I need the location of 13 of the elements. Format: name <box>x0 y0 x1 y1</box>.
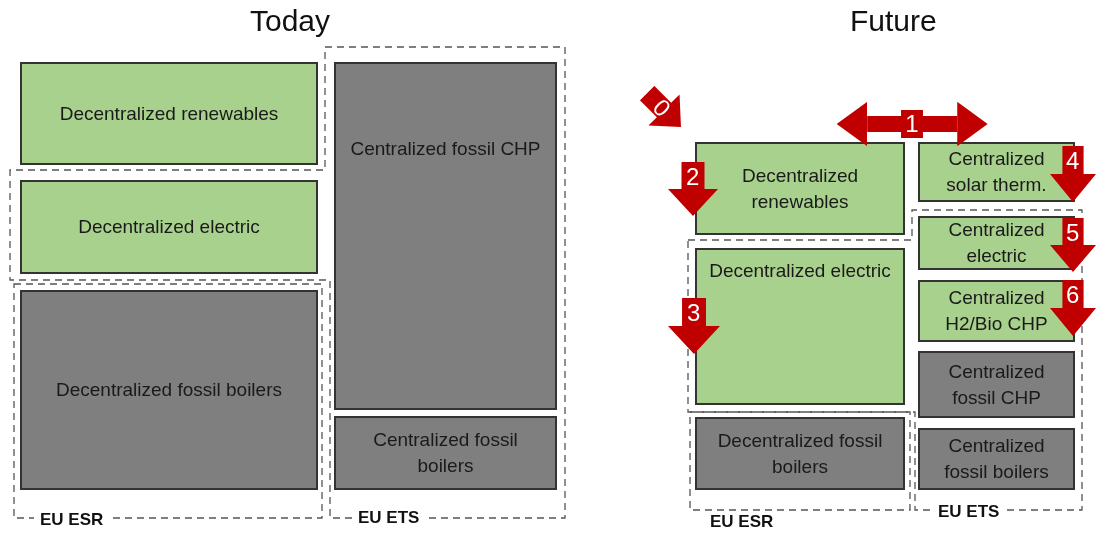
category-box: Decentralized electric <box>20 180 318 274</box>
category-box: Decentralized renewables <box>20 62 318 165</box>
callout-number: 0 <box>648 94 675 122</box>
category-box: Decentralized fossil boilers <box>695 417 905 490</box>
edge-label: 1 <box>901 110 923 138</box>
category-box: Centralized fossil CHP <box>334 62 557 410</box>
category-box: Centralized fossil boilers <box>334 416 557 490</box>
category-box: Centralized fossil boilers <box>918 428 1075 490</box>
column-heading: Future <box>850 4 937 38</box>
double-arrow <box>836 101 988 147</box>
category-box: Decentralized fossil boilers <box>20 290 318 490</box>
category-box: Centralized fossil CHP <box>918 351 1075 418</box>
column-heading: Today <box>250 4 331 38</box>
